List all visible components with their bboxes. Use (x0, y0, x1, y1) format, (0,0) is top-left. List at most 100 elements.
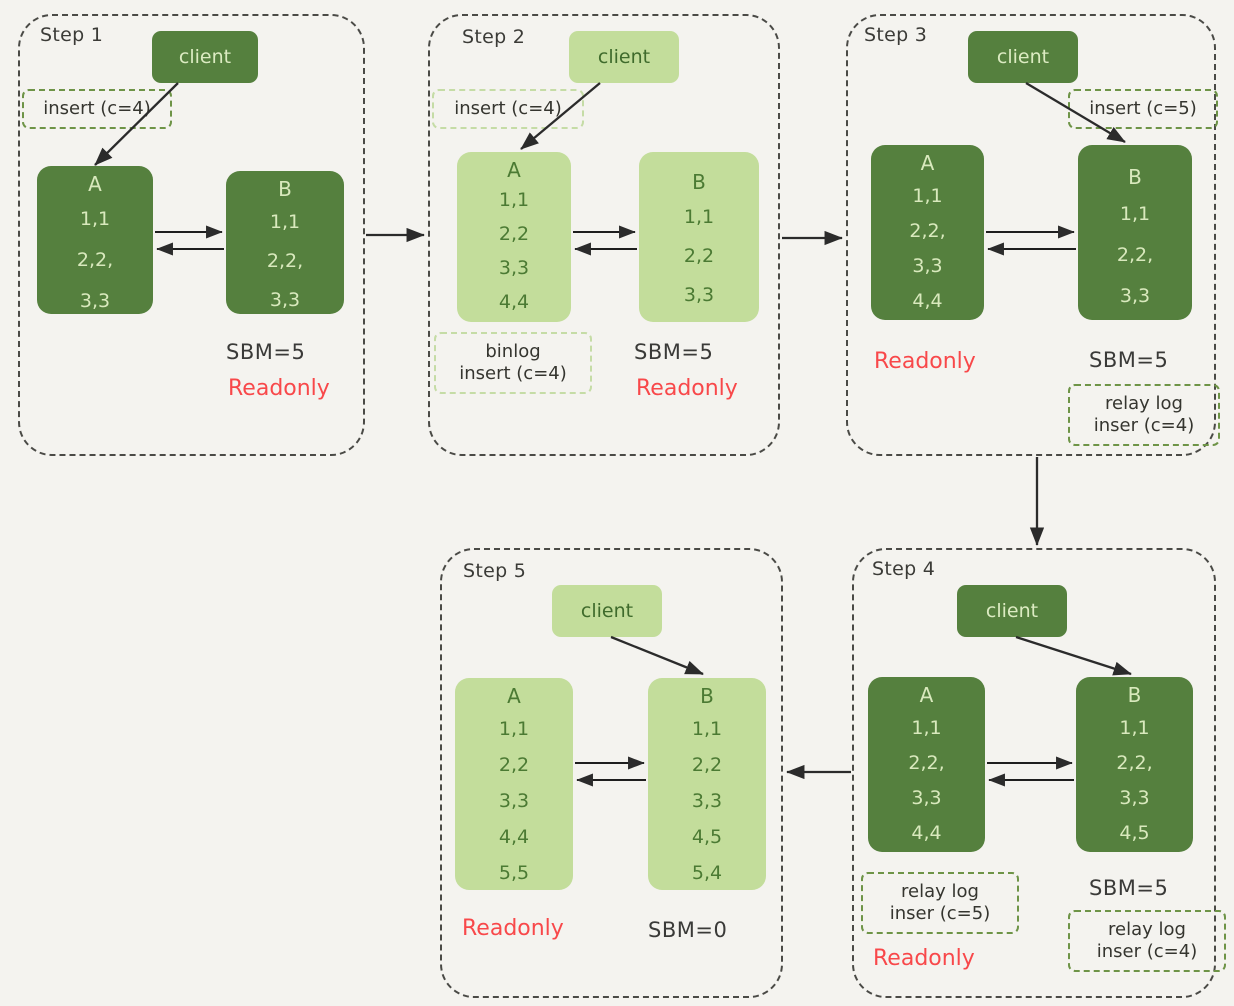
step2-label: Step 2 (462, 26, 526, 48)
node-row: 2,2, (1116, 752, 1153, 774)
step4-sbm: SBM=5 (1089, 876, 1169, 900)
node-row: 1,1 (1119, 717, 1150, 739)
node-row: 3,3 (912, 255, 943, 277)
step5-label: Step 5 (463, 560, 527, 582)
annotation-line: insert (c=5) (1089, 98, 1197, 120)
annotation-line: insert (c=4) (454, 98, 562, 120)
step4-client-label: client (985, 600, 1039, 622)
panel-step5 (440, 548, 783, 998)
node-row: 4,4 (498, 826, 530, 848)
step3-client-label: client (996, 46, 1050, 68)
step5-node-a: A 1,1 2,2 3,3 4,4 5,5 (455, 678, 573, 890)
step3-readonly: Readonly (874, 349, 976, 374)
node-row: 1,1 (911, 717, 942, 739)
node-row: 4,5 (691, 826, 723, 848)
node-row: 3,3 (683, 284, 715, 306)
node-row: 2,2 (498, 223, 530, 245)
node-row: 3,3 (1119, 285, 1151, 307)
step5-client: client (552, 585, 662, 637)
annotation-line: inser (c=4) (1093, 415, 1195, 436)
node-row: 2,2, (1116, 244, 1154, 266)
node-row: 1,1 (912, 185, 943, 207)
step5-node-b: B 1,1 2,2 3,3 4,5 5,4 (648, 678, 766, 890)
node-title: B (1127, 683, 1142, 707)
step5-sbm: SBM=0 (648, 918, 728, 942)
step3-client: client (968, 31, 1078, 83)
step1-client-label: client (178, 46, 232, 68)
step1-client: client (152, 31, 258, 83)
node-row: 4,4 (912, 290, 943, 312)
node-row: 3,3 (79, 290, 111, 312)
node-row: 3,3 (1119, 787, 1150, 809)
step2-client-label: client (597, 46, 651, 68)
panel-step4 (852, 548, 1216, 998)
node-row: 1,1 (691, 718, 723, 740)
node-title: B (700, 684, 714, 708)
node-title: A (507, 684, 521, 708)
node-row: 5,4 (691, 862, 723, 884)
step4-annotation-relay-a: relay log inser (c=5) (861, 872, 1019, 934)
step1-annotation-insert: insert (c=4) (22, 89, 172, 129)
node-row: 3,3 (498, 257, 530, 279)
step1-readonly: Readonly (228, 376, 330, 401)
step3-annotation-insert: insert (c=5) (1068, 89, 1218, 129)
node-row: 4,4 (911, 822, 942, 844)
step1-label: Step 1 (40, 24, 104, 46)
node-title: B (692, 170, 706, 194)
step3-sbm: SBM=5 (1089, 348, 1169, 372)
step1-sbm: SBM=5 (226, 340, 306, 364)
node-title: A (88, 172, 102, 196)
node-row: 2,2 (683, 245, 715, 267)
node-title: A (920, 151, 935, 175)
node-row: 3,3 (498, 790, 530, 812)
step1-node-b: B 1,1 2,2, 3,3 (226, 171, 344, 314)
panel-step3 (846, 14, 1216, 456)
step3-label: Step 3 (864, 24, 928, 46)
step1-node-a: A 1,1 2,2, 3,3 (37, 166, 153, 314)
step5-readonly: Readonly (462, 916, 564, 941)
step4-label: Step 4 (872, 558, 936, 580)
step2-readonly: Readonly (636, 376, 738, 401)
step5-client-label: client (580, 600, 634, 622)
node-row: 3,3 (911, 787, 942, 809)
step4-client: client (957, 585, 1067, 637)
step3-node-a: A 1,1 2,2, 3,3 4,4 (871, 145, 984, 320)
step4-node-a: A 1,1 2,2, 3,3 4,4 (868, 677, 985, 852)
node-row: 1,1 (683, 206, 715, 228)
node-row: 5,5 (498, 862, 530, 884)
step3-node-b: B 1,1 2,2, 3,3 (1078, 145, 1192, 320)
node-row: 2,2, (76, 249, 114, 271)
step2-node-b: B 1,1 2,2 3,3 (639, 152, 759, 322)
step4-node-b: B 1,1 2,2, 3,3 4,5 (1076, 677, 1193, 852)
annotation-line: relay log (901, 881, 979, 903)
step2-sbm: SBM=5 (634, 340, 714, 364)
node-row: 1,1 (1119, 203, 1151, 225)
node-row: 3,3 (691, 790, 723, 812)
node-row: 2,2, (908, 752, 945, 774)
annotation-line: inser (c=4) (1096, 941, 1198, 962)
node-row: 4,4 (498, 291, 530, 313)
node-row: 1,1 (498, 189, 530, 211)
node-row: 3,3 (269, 289, 301, 311)
node-title: A (919, 683, 934, 707)
step2-annotation-binlog: binlog insert (c=4) (434, 332, 592, 394)
node-row: 1,1 (269, 211, 301, 233)
step2-annotation-insert: insert (c=4) (432, 89, 584, 129)
step4-annotation-relay-b: relay log inser (c=4) (1068, 910, 1226, 972)
node-row: 2,2 (691, 754, 723, 776)
annotation-line: binlog (485, 341, 541, 363)
node-row: 1,1 (498, 718, 530, 740)
annotation-line: insert (c=4) (459, 363, 567, 384)
node-row: 4,5 (1119, 822, 1150, 844)
node-row: 2,2 (498, 754, 530, 776)
step2-node-a: A 1,1 2,2 3,3 4,4 (457, 152, 571, 322)
step3-annotation-relay: relay log inser (c=4) (1068, 384, 1220, 446)
step4-readonly: Readonly (873, 946, 975, 971)
step2-client: client (569, 31, 679, 83)
panel-step1 (18, 14, 365, 456)
annotation-line: relay log (1105, 393, 1183, 415)
annotation-line: insert (c=4) (43, 98, 151, 120)
panel-step2 (428, 14, 780, 456)
node-row: 1,1 (79, 208, 111, 230)
